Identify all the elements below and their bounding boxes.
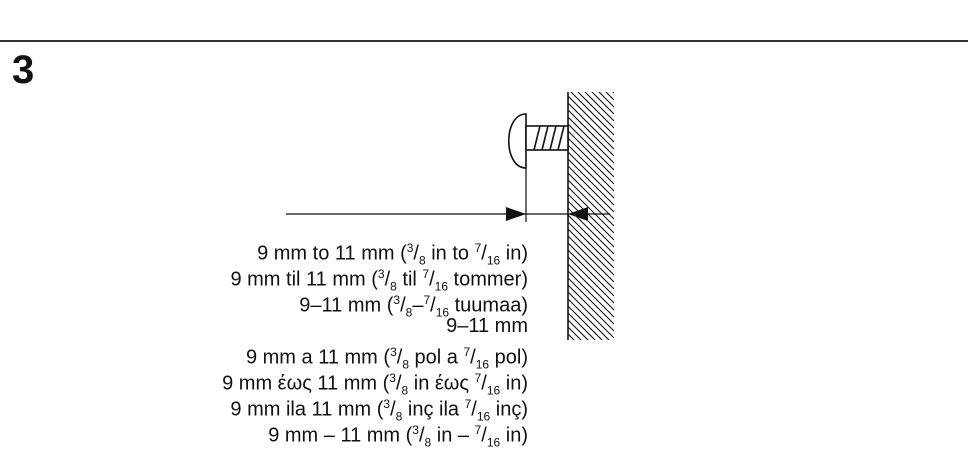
hatch-line: [568, 305, 603, 340]
step-number: 3: [12, 48, 35, 92]
hatch-line: [568, 298, 610, 340]
arrowhead-left: [568, 207, 588, 221]
hatch-line: [568, 221, 614, 269]
hatch-line: [568, 326, 582, 340]
hatch-line: [568, 355, 614, 401]
hatch-line: [568, 165, 614, 213]
hatch-line: [568, 341, 614, 387]
top-divider-rule: [0, 40, 968, 42]
hatch-line: [568, 312, 596, 340]
hatch-line: [568, 95, 614, 143]
hatch-line: [568, 40, 614, 86]
measurement-line: 9 mm a 11 mm (3/8 pol a 7/16 pol): [245, 345, 528, 372]
hatch-line: [568, 200, 614, 248]
hatch-line: [568, 376, 614, 422]
hatch-line: [568, 397, 614, 443]
hatch-line: [568, 263, 614, 311]
hatch-line: [568, 102, 614, 150]
hatch-line: [568, 172, 614, 220]
hatch-line: [568, 362, 614, 408]
hatch-line: [568, 348, 614, 394]
measurement-line: 9 mm – 11 mm (3/8 in – 7/16 in): [268, 423, 528, 450]
measurement-line: 9 mm έως 11 mm (3/8 in έως 7/16 in): [222, 371, 528, 398]
hatch-line: [570, 92, 614, 136]
hatch-line: [568, 214, 614, 262]
hatch-line: [568, 242, 614, 290]
hatch-line: [568, 186, 614, 234]
hatch-line: [568, 158, 614, 206]
measurement-line: 9 mm ila 11 mm (3/8 inç ila 7/16 inç): [230, 397, 528, 424]
hatch-line: [568, 137, 614, 185]
hatch-line: [568, 109, 614, 157]
hatch-line: [568, 369, 614, 415]
hatch-line: [568, 256, 614, 304]
screw-icon: [507, 113, 569, 169]
measurement-line: 9 mm to 11 mm (3/8 in to 7/16 in): [257, 241, 528, 268]
hatch-line: [568, 277, 614, 325]
measurement-line: 9–11 mm: [446, 315, 528, 337]
hatch-line: [568, 228, 614, 276]
hatch-line: [568, 284, 614, 332]
hatch-line: [568, 130, 614, 178]
hatch-line: [577, 92, 614, 129]
hatch-line: [591, 92, 614, 115]
hatch-line: [598, 92, 614, 108]
arrowhead-right: [506, 207, 526, 221]
measurement-list: 9 mm to 11 mm (3/8 in to 7/16 in) 9 mm t…: [222, 235, 528, 450]
measurement-line: 9 mm til 11 mm (3/8 til 7/16 tommer): [230, 267, 528, 294]
hatch-line: [568, 333, 575, 340]
hatch-line: [605, 92, 614, 101]
measurement-line: 9–11 mm (3/8–7/16 tuumaa): [299, 293, 528, 320]
hatch-line: [568, 319, 589, 340]
hatch-line: [568, 383, 614, 429]
hatch-line: [568, 270, 614, 318]
hatch-line: [612, 92, 614, 94]
hatch-line: [568, 123, 614, 171]
hatch-line: [584, 92, 614, 122]
hatch-line: [568, 291, 614, 339]
hatch-line: [568, 235, 614, 283]
hatch-line: [568, 151, 614, 199]
hatch-line: [568, 249, 614, 297]
hatch-line: [568, 144, 614, 192]
hatch-line: [568, 179, 614, 227]
hatch-line: [568, 390, 614, 436]
hatch-line: [568, 116, 614, 164]
hatch-line: [568, 193, 614, 241]
wall-hatch: [567, 40, 614, 443]
